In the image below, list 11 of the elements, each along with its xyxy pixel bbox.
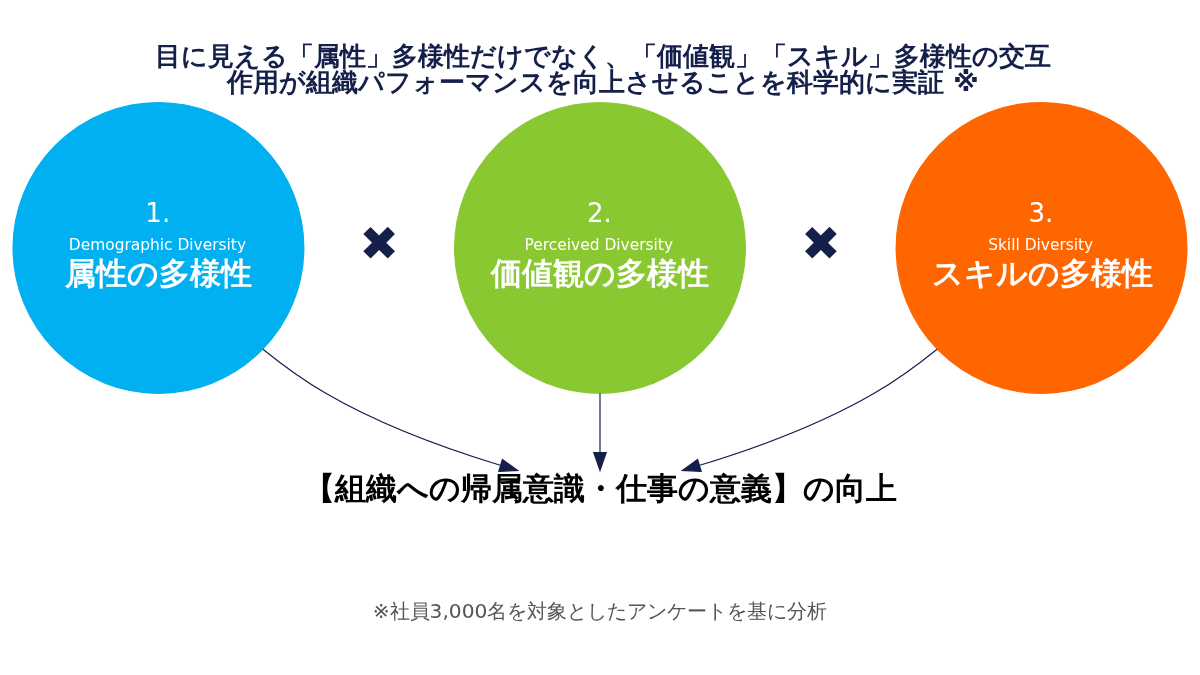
label: ✖ xyxy=(800,215,841,271)
node-circle: 3. Skill Diversity スキルの多様性 xyxy=(895,101,1188,394)
diagram-title: 目に見える「属性」多様性だけでなく、「価値観」「スキル」多様性の交互作用が組織パフォーマンスを向上させることを科学的に実証 ※ xyxy=(155,41,1052,98)
label: ※社員3,000名を対象としたアンケートを基に分析 xyxy=(372,598,828,623)
node-circle: 2. Perceived Diversity 価値観の多様性 xyxy=(454,101,746,394)
label: ✖ xyxy=(359,215,400,271)
node-circle: 1. Demographic Diversity 属性の多様性 xyxy=(12,101,305,394)
arrow xyxy=(592,392,608,473)
node-text: 【組織への帰属意識・仕事の意義】の向上 xyxy=(303,469,897,506)
arrow xyxy=(680,348,938,472)
arrow xyxy=(262,348,520,472)
